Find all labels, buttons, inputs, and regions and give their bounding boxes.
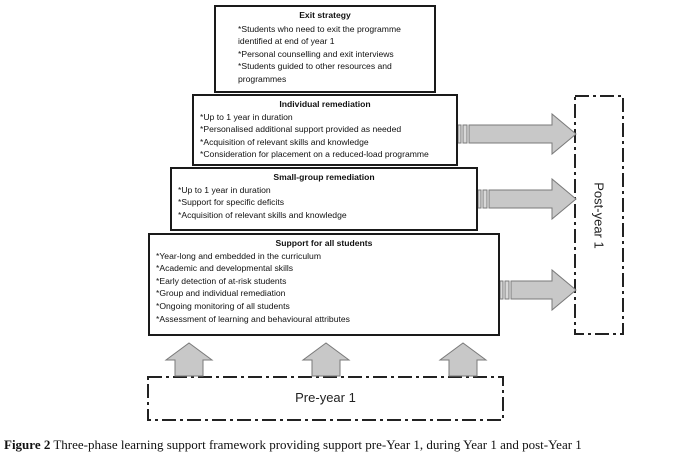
small-group-item: *Up to 1 year in duration <box>178 184 271 195</box>
individual-remediation-box: Individual remediation *Up to 1 year in … <box>192 94 458 166</box>
all-students-item: *Group and individual remediation <box>156 288 286 299</box>
individual-remediation-title: Individual remediation <box>279 99 371 109</box>
all-students-item: *Assessment of learning and behavioural … <box>156 313 350 324</box>
exit-strategy-title: Exit strategy <box>299 10 351 20</box>
support-all-students-title: Support for all students <box>275 238 373 248</box>
up-arrow-left <box>164 342 214 377</box>
small-group-remediation-box: Small-group remediation *Up to 1 year in… <box>170 167 478 231</box>
support-all-students-box: Support for all students *Year-long and … <box>148 233 500 336</box>
up-arrow-right <box>438 342 488 377</box>
individual-item: *Up to 1 year in duration <box>200 111 293 122</box>
all-students-item: *Ongoing monitoring of all students <box>156 300 290 311</box>
pre-year-label: Pre-year 1 <box>295 390 356 405</box>
small-group-item: *Acquisition of relevant skills and know… <box>178 209 347 220</box>
right-arrow-small-group <box>477 177 577 221</box>
individual-item: *Consideration for placement on a reduce… <box>200 149 429 160</box>
post-year-label: Post-year 1 <box>591 181 607 249</box>
small-group-remediation-title: Small-group remediation <box>273 172 375 182</box>
pre-year-box <box>147 376 504 421</box>
up-arrow-center <box>301 342 351 377</box>
post-year-label-wrap: Post-year 1 <box>577 96 621 334</box>
individual-item: *Personalised additional support provide… <box>200 124 402 135</box>
exit-item: *Personal counselling and exit interview… <box>238 48 394 59</box>
small-group-item: *Support for specific deficits <box>178 197 285 208</box>
figure-caption: Figure 2 Three-phase learning support fr… <box>4 437 683 453</box>
right-arrow-individual <box>457 112 577 156</box>
exit-strategy-box: Exit strategy *Students who need to exit… <box>214 5 436 93</box>
right-arrow-all-students <box>499 268 577 312</box>
figure-caption-text: Three-phase learning support framework p… <box>50 437 582 452</box>
figure-number: Figure 2 <box>4 437 51 452</box>
exit-item: *Students who need to exit the programme… <box>238 23 401 47</box>
exit-item: *Students guided to other resources and … <box>238 61 392 84</box>
post-year-box <box>574 95 624 335</box>
all-students-item: *Early detection of at-risk students <box>156 275 287 286</box>
all-students-item: *Year-long and embedded in the curriculu… <box>156 250 321 261</box>
individual-item: *Acquisition of relevant skills and know… <box>200 136 369 147</box>
all-students-item: *Academic and developmental skills <box>156 263 294 274</box>
